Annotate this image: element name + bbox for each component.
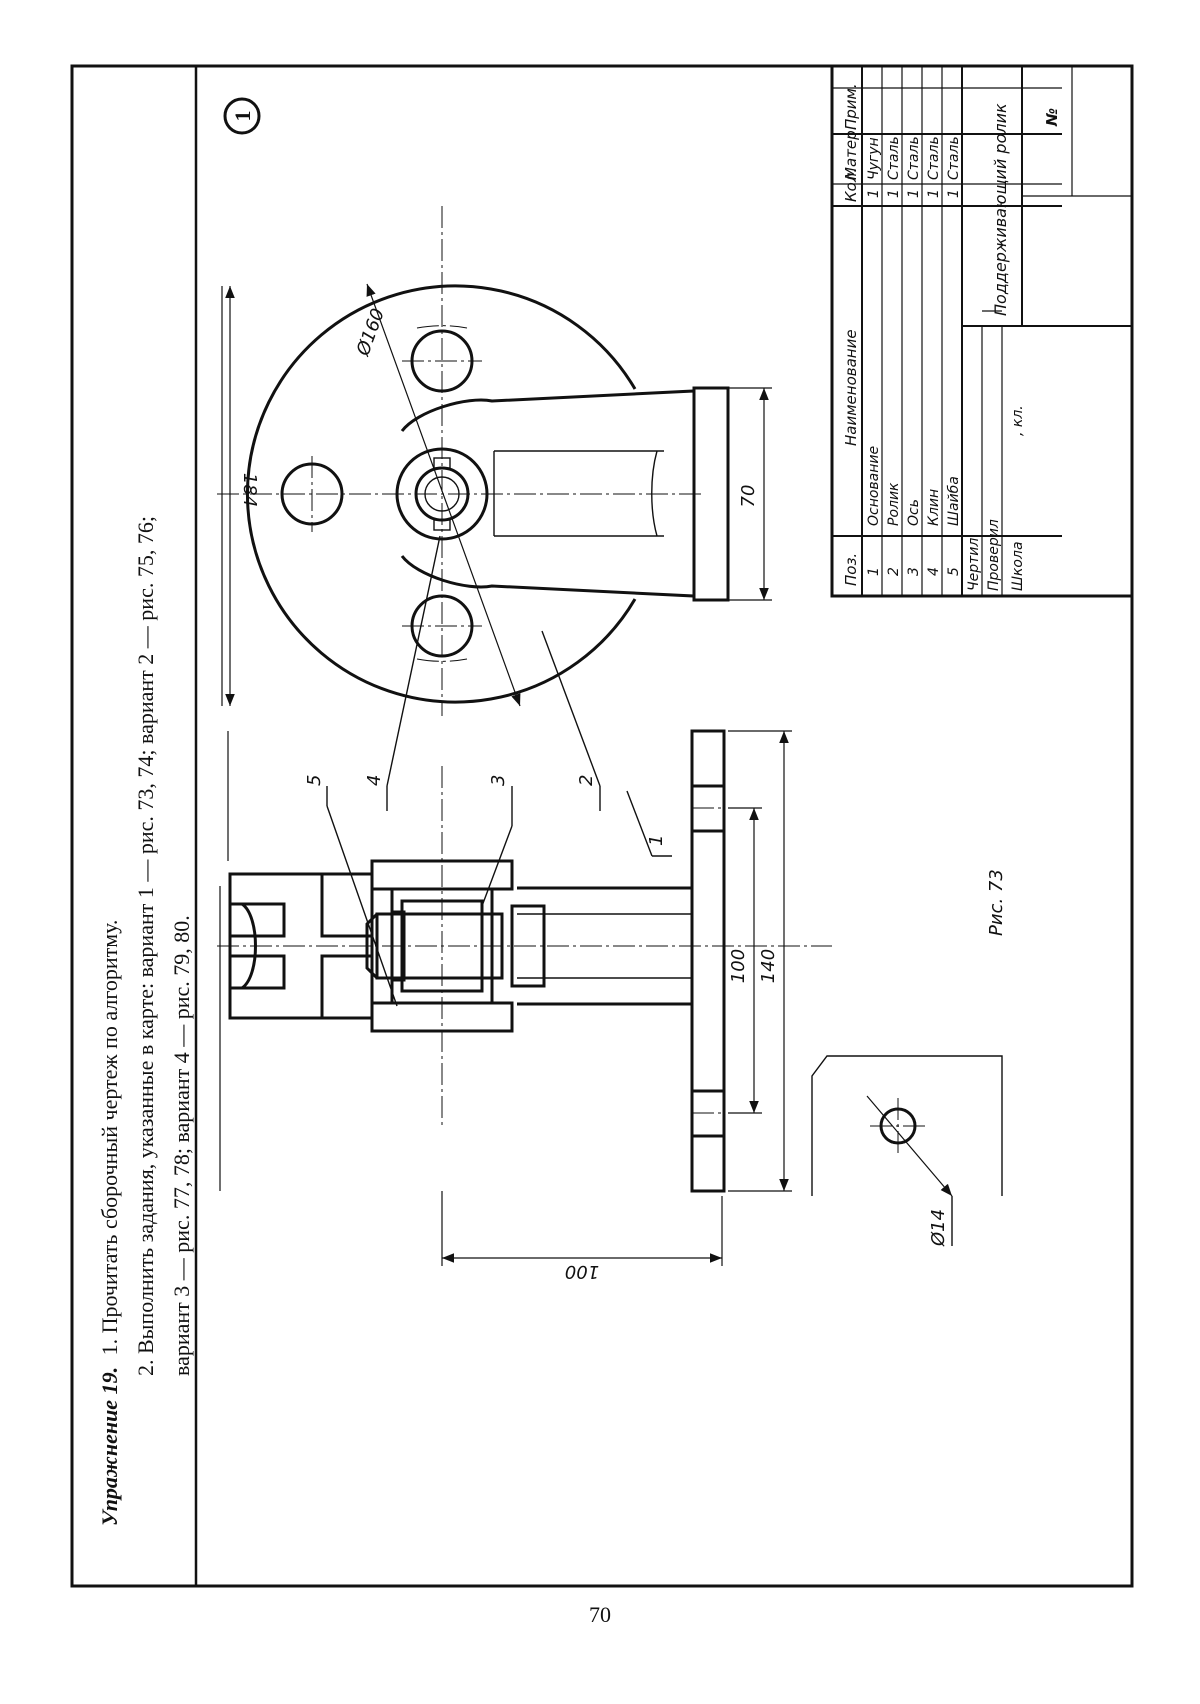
svg-text:1: 1 <box>906 189 922 198</box>
bracket-foot <box>692 386 730 602</box>
axle-head <box>510 904 546 988</box>
svg-text:1: 1 <box>866 189 882 198</box>
dim-70: 70 <box>738 485 759 508</box>
svg-text:Шайба: Шайба <box>946 476 962 526</box>
leader-3: 3 <box>488 775 509 786</box>
detail-view: Ø14 <box>811 1055 1003 1247</box>
sheet-border <box>70 64 1134 1588</box>
svg-text:Чертил: Чертил <box>966 538 982 591</box>
svg-text:№: № <box>1043 108 1061 127</box>
dim-100-h: 100 <box>728 949 749 983</box>
svg-text:1: 1 <box>866 567 882 576</box>
exercise-line-3: вариант 3 — рис. 77, 78; вариант 4 — рис… <box>169 915 194 1376</box>
figure-caption: Рис. 73 <box>986 869 1007 936</box>
svg-text:Чугун: Чугун <box>866 137 882 180</box>
svg-text:Школа: Школа <box>1010 541 1026 591</box>
leaders: 1 2 3 4 5 <box>304 535 672 1007</box>
exercise-line-1: 1. Прочитать сборочный чертеж по алгорит… <box>97 920 122 1356</box>
drawing-title: Поддерживающий ролик <box>991 103 1010 316</box>
svg-text:Ось: Ось <box>906 499 922 526</box>
svg-text:Поз.: Поз. <box>842 553 860 586</box>
svg-text:Прим.: Прим. <box>842 83 860 130</box>
svg-text:1: 1 <box>946 189 962 198</box>
svg-text:Проверил: Проверил <box>986 519 1002 591</box>
section-view: 140 100 100 <box>217 729 832 1282</box>
exercise-text: Упражнение 19. 1. Прочитать сборочный че… <box>97 516 194 1526</box>
axle <box>375 912 504 980</box>
svg-text:Клин: Клин <box>926 489 942 526</box>
svg-text:, кл.: , кл. <box>1010 405 1026 436</box>
svg-text:1: 1 <box>230 111 255 122</box>
dim-100-v: 100 <box>565 1261 599 1282</box>
exercise-line-2: 2. Выполнить задания, указанные в карте:… <box>133 516 158 1376</box>
dim-184: 184 <box>239 473 260 507</box>
spec-table: Поз. Наименование Кол. Матер. Прим. 1 Ос… <box>830 64 1134 598</box>
svg-text:3: 3 <box>906 567 922 576</box>
top-view: 184 Ø160 70 <box>217 206 772 716</box>
svg-text:Основание: Основание <box>866 446 882 526</box>
svg-text:2: 2 <box>886 567 902 576</box>
svg-text:1: 1 <box>886 189 902 198</box>
dim-d14: Ø14 <box>928 1209 949 1247</box>
drawing-sheet: Упражнение 19. 1. Прочитать сборочный че… <box>70 64 1134 1588</box>
svg-text:Матер.: Матер. <box>842 126 860 180</box>
svg-text:Кол.: Кол. <box>842 168 860 202</box>
svg-text:1: 1 <box>926 189 942 198</box>
svg-text:Наименование: Наименование <box>842 329 860 446</box>
leader-4: 4 <box>364 775 385 786</box>
dim-d160: Ø160 <box>352 306 389 360</box>
svg-text:Сталь: Сталь <box>946 136 962 180</box>
leader-5: 5 <box>304 775 325 786</box>
svg-text:5: 5 <box>946 567 962 576</box>
svg-text:Упражнение 19. 1. Прочит: Упражнение 19. 1. Прочитать сборочный че… <box>97 920 122 1526</box>
svg-text:Сталь: Сталь <box>886 136 902 180</box>
variant-badge: 1 <box>223 97 261 135</box>
svg-text:Сталь: Сталь <box>926 136 942 180</box>
page-number: 70 <box>589 1602 611 1627</box>
leader-1: 1 <box>646 835 667 846</box>
leader-2: 2 <box>576 775 597 786</box>
drawing-svg: Упражнение 19. 1. Прочитать сборочный че… <box>70 64 1134 1588</box>
svg-text:4: 4 <box>926 567 942 576</box>
dim-140: 140 <box>758 949 779 983</box>
svg-text:Сталь: Сталь <box>906 136 922 180</box>
svg-text:Ролик: Ролик <box>886 482 902 526</box>
exercise-title: Упражнение 19. <box>97 1367 122 1526</box>
washer <box>390 910 406 982</box>
